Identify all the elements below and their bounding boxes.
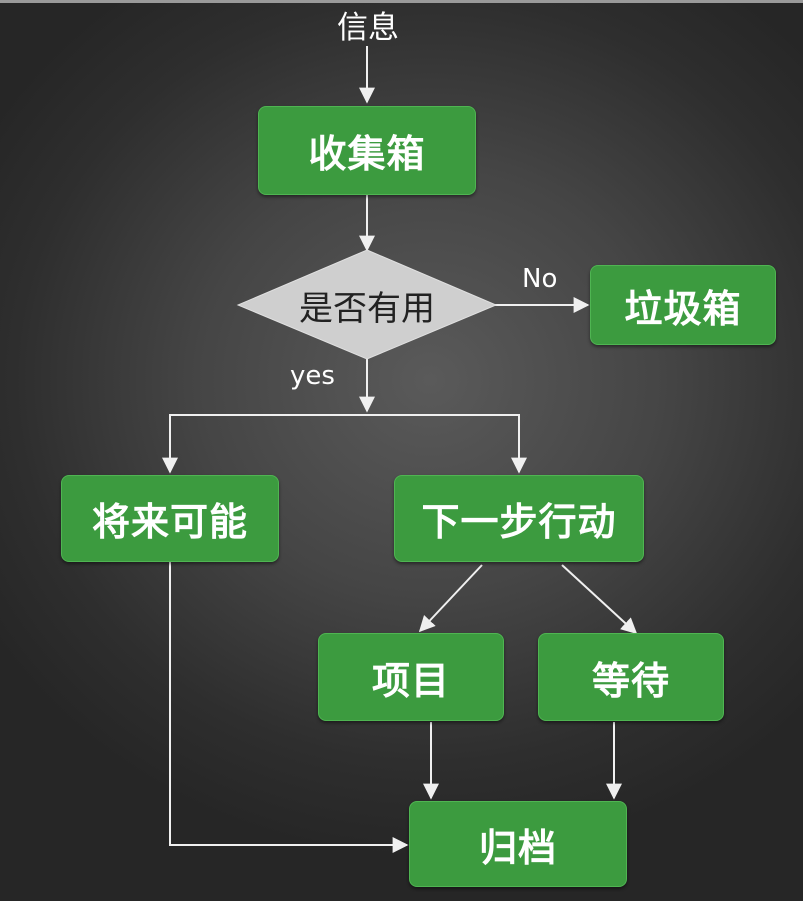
decision-diamond <box>236 249 498 360</box>
edge-future-to-archive <box>169 562 409 853</box>
node-waiting: 等待 <box>538 633 724 721</box>
node-next-action: 下一步行动 <box>394 475 644 562</box>
node-decision-label: 是否有用 <box>299 288 435 329</box>
node-inbox: 收集箱 <box>258 106 476 195</box>
edge-split-right <box>367 414 527 474</box>
edge-split-left <box>162 414 367 474</box>
node-future: 将来可能 <box>61 475 279 562</box>
node-info: 信息 <box>337 10 399 46</box>
edge-label-no: No <box>522 264 558 294</box>
node-trash: 垃圾箱 <box>590 265 776 345</box>
window-top-border <box>0 0 803 3</box>
edge-next-to-waiting <box>561 564 638 635</box>
node-project: 项目 <box>318 633 504 721</box>
edge-next-to-project <box>418 564 483 633</box>
node-archive: 归档 <box>409 801 627 887</box>
edge-label-yes: yes <box>290 361 335 391</box>
